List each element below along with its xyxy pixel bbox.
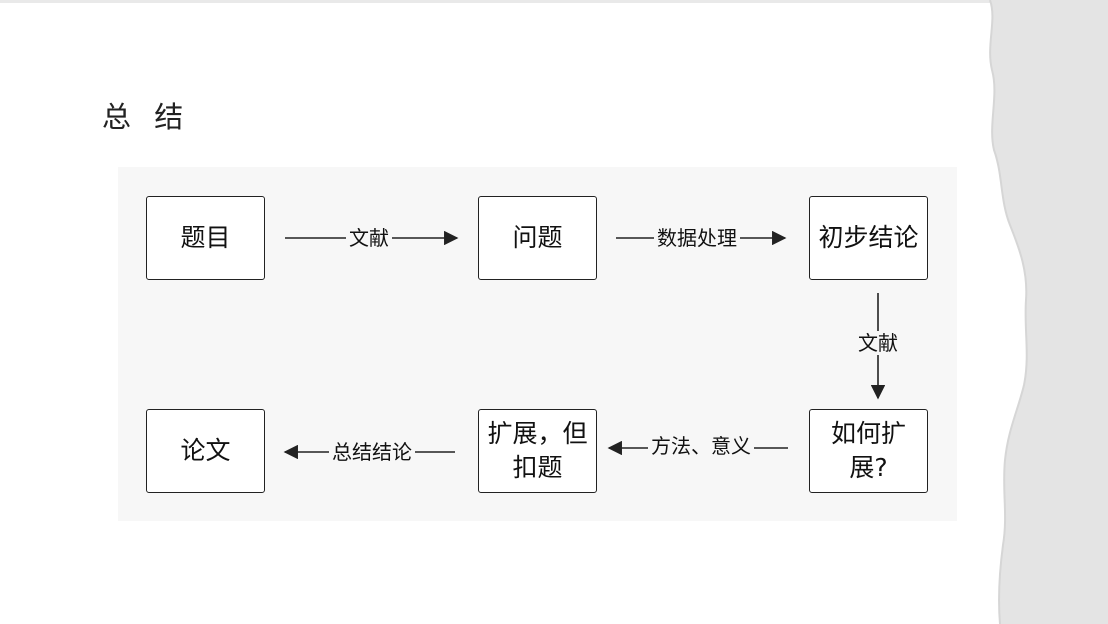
- edge-label-summarize-conclusion: 总结结论: [329, 440, 415, 464]
- slide-title: 总 结: [102, 100, 191, 134]
- edge-label-literature-1: 文献: [346, 226, 392, 250]
- node-extend-on-topic: 扩展，但扣题: [478, 409, 597, 493]
- top-border: [0, 0, 1108, 3]
- edge-label-data-processing: 数据处理: [654, 226, 740, 250]
- node-question: 问题: [478, 196, 597, 280]
- node-topic: 题目: [146, 196, 265, 280]
- node-how-to-extend: 如何扩展?: [809, 409, 928, 493]
- node-preliminary-conclusion: 初步结论: [809, 196, 928, 280]
- node-thesis: 论文: [146, 409, 265, 493]
- edge-label-literature-2: 文献: [855, 331, 901, 355]
- edge-label-method-meaning: 方法、意义: [648, 434, 754, 458]
